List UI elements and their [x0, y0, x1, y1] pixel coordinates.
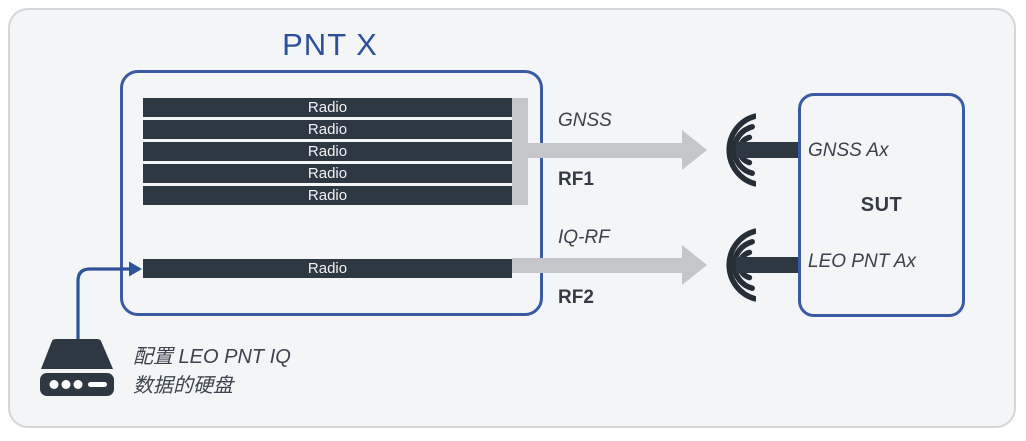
rf2-port-label: RF2 — [558, 287, 594, 308]
rf2-arrow — [512, 258, 682, 273]
sut-box — [798, 93, 965, 317]
disk-caption-line1: 配置 LEO PNT IQ — [133, 346, 291, 368]
disk-caption-line2: 数据的硬盘 — [133, 375, 233, 397]
radio-bar: Radio — [143, 120, 512, 139]
radio-bar: Radio — [143, 186, 512, 205]
radio-bar: Radio — [143, 164, 512, 183]
radio-bar-single: Radio — [143, 259, 512, 278]
rf2-arrow-head — [682, 245, 707, 285]
gnss-antenna-label: GNSS Ax — [808, 140, 889, 161]
rf1-arrow-head — [682, 130, 707, 170]
rf1-port-label: RF1 — [558, 169, 594, 190]
radio-bar: Radio — [143, 98, 512, 117]
radio-stack: Radio Radio Radio Radio Radio — [143, 98, 512, 208]
diagram-title: PNT X — [282, 27, 378, 62]
antenna-feed-bar — [736, 257, 802, 273]
sut-label: SUT — [860, 194, 903, 216]
leo-pnt-antenna-label: LEO PNT Ax — [808, 251, 917, 272]
rf2-signal-label: IQ-RF — [558, 227, 610, 248]
rf1-arrow — [519, 143, 682, 158]
antenna-feed-bar — [736, 142, 802, 158]
radio-bar: Radio — [143, 142, 512, 161]
disk-caption: 配置 LEO PNT IQ 数据的硬盘 — [133, 343, 291, 401]
rf1-signal-label: GNSS — [558, 110, 612, 131]
